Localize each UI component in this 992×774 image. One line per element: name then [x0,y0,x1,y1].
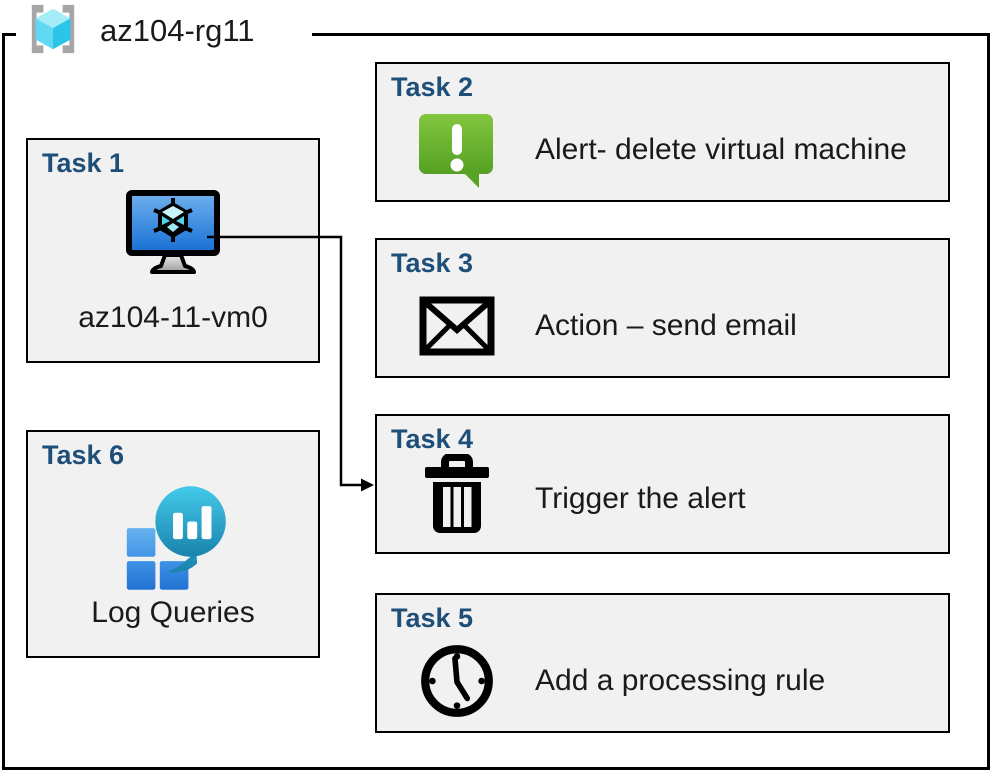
resource-group-icon [22,3,84,60]
task-6-box: Task 6 [26,430,320,658]
email-envelope-icon [411,296,503,356]
task-2-box: Task 2 Alert- delete virtual machin [375,62,950,202]
task-1-caption: az104-11-vm0 [78,301,268,334]
task-6-caption: Log Queries [91,596,255,629]
task-2-caption: Alert- delete virtual machine [535,133,907,166]
resource-group-header: az104-rg11 [16,2,312,60]
task-3-label: Task 3 [391,248,474,278]
alert-message-icon [411,106,503,194]
task-2-label: Task 2 [391,72,474,102]
task-5-box: Task 5 Add a processing rule [375,593,950,733]
task-1-label: Task 1 [42,148,125,178]
task-4-label: Task 4 [391,424,474,454]
task-6-label: Task 6 [42,440,125,470]
task-5-caption: Add a processing rule [535,664,826,697]
trash-icon [411,454,503,544]
task-4-box: Task 4 Trigger the alert [375,414,950,554]
task-5-label: Task 5 [391,603,474,633]
task-3-caption: Action – send email [535,309,797,342]
log-queries-icon [118,484,228,597]
left-bracket-shape [31,4,44,53]
resource-group-border [2,33,990,770]
task-3-box: Task 3 Action – send email [375,238,950,378]
resource-group-title: az104-rg11 [100,13,255,48]
virtual-machine-icon [124,188,222,283]
right-bracket-shape [62,4,75,53]
task-4-caption: Trigger the alert [535,482,746,515]
task-1-box: Task 1 [26,138,320,363]
clock-icon [411,641,503,721]
